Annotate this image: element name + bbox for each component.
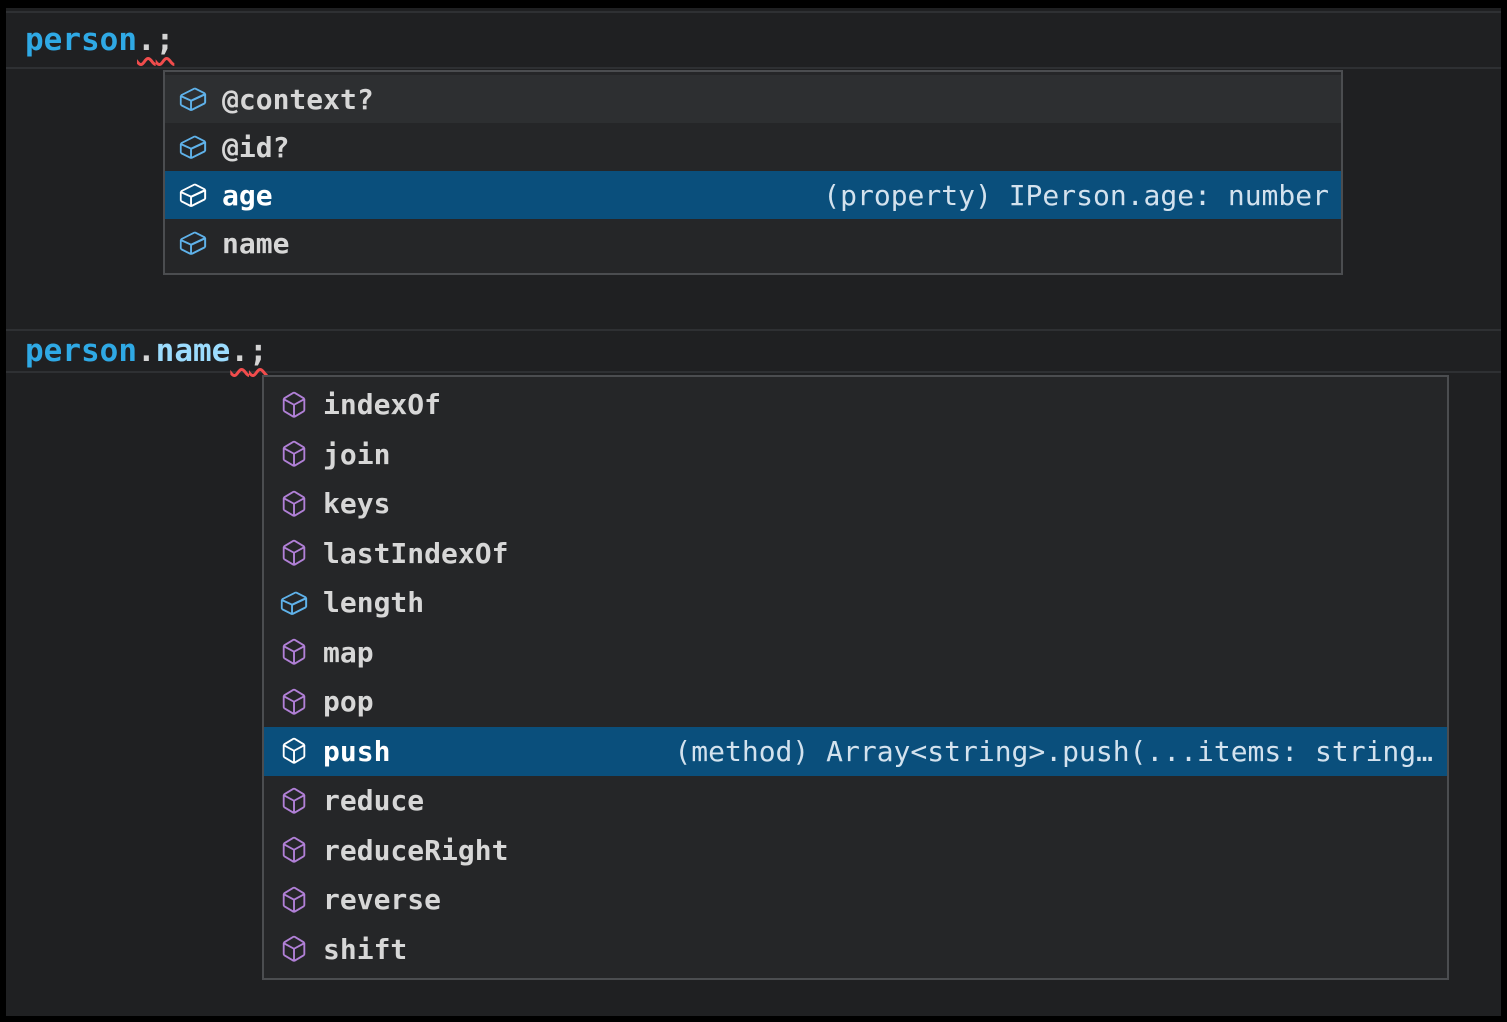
symbol-method-icon xyxy=(278,735,310,767)
symbol-method-icon xyxy=(278,636,310,668)
suggestion-label: shift xyxy=(323,932,408,966)
suggestion-label: age xyxy=(222,178,273,212)
suggestion-item[interactable]: name xyxy=(165,219,1341,267)
suggestion-detail: (property) IPerson.age: number xyxy=(823,178,1329,212)
suggestion-item[interactable]: reverse xyxy=(264,875,1447,925)
suggestion-label: reverse xyxy=(323,883,442,917)
suggestion-item[interactable]: @id? xyxy=(165,123,1341,171)
code-token: . xyxy=(230,333,249,369)
symbol-method-icon xyxy=(278,389,310,421)
suggestion-label: push xyxy=(323,734,391,768)
suggestion-item[interactable]: indexOf xyxy=(264,380,1447,430)
suggestion-item[interactable]: @context? xyxy=(165,75,1341,123)
symbol-field-icon xyxy=(177,131,209,163)
suggestion-label: lastIndexOf xyxy=(323,536,509,570)
suggestion-item[interactable]: length xyxy=(264,578,1447,628)
suggestion-item[interactable]: push (method) Array<string>.push(...item… xyxy=(264,726,1447,776)
suggestion-label: pop xyxy=(323,685,374,719)
symbol-method-icon xyxy=(278,438,310,470)
suggestion-label: join xyxy=(323,437,391,471)
code-token: person xyxy=(25,22,137,58)
suggestion-item[interactable]: reduceRight xyxy=(264,826,1447,876)
code-token: ; xyxy=(248,333,268,369)
suggestion-label: @context? xyxy=(222,82,374,116)
symbol-method-icon xyxy=(278,785,310,817)
symbol-method-icon xyxy=(278,834,310,866)
suggest-widget-string-methods: indexOf join keys xyxy=(262,375,1449,980)
suggestion-label: map xyxy=(323,635,374,669)
code-line-person-name[interactable]: person.name.; xyxy=(25,329,268,373)
symbol-field-icon xyxy=(177,227,209,259)
suggestion-item[interactable]: age (property) IPerson.age: number xyxy=(165,171,1341,219)
suggestion-label: @id? xyxy=(222,130,290,164)
code-token: . xyxy=(136,22,156,58)
symbol-method-icon xyxy=(278,884,310,916)
suggestion-item[interactable]: map xyxy=(264,628,1447,678)
code-editor[interactable]: person.; person.name.; @context? @id? xyxy=(6,8,1501,1016)
suggestion-detail: (method) Array<string>.push(...items: st… xyxy=(674,734,1433,768)
symbol-method-icon xyxy=(278,933,310,965)
suggestion-label: length xyxy=(323,586,425,620)
suggestion-item[interactable]: pop xyxy=(264,677,1447,727)
code-token: . xyxy=(136,333,156,369)
suggestion-item[interactable]: shift xyxy=(264,925,1447,975)
suggest-widget-person-properties: @context? @id? age (property) IPerson.ag xyxy=(163,70,1343,275)
symbol-field-icon xyxy=(278,587,310,619)
suggestion-item[interactable]: keys xyxy=(264,479,1447,529)
suggestion-label: keys xyxy=(323,487,391,521)
suggestion-label: reduce xyxy=(323,784,425,818)
suggestion-label: name xyxy=(222,226,290,260)
symbol-method-icon xyxy=(278,537,310,569)
symbol-field-icon xyxy=(177,179,209,211)
symbol-method-icon xyxy=(278,488,310,520)
suggestion-item[interactable]: reduce xyxy=(264,776,1447,826)
symbol-field-icon xyxy=(177,83,209,115)
code-token: ; xyxy=(155,22,175,58)
code-token: name xyxy=(155,333,231,369)
suggestion-label: indexOf xyxy=(323,388,442,422)
current-line-highlight xyxy=(6,11,1501,69)
symbol-method-icon xyxy=(278,686,310,718)
suggestion-item[interactable]: lastIndexOf xyxy=(264,529,1447,579)
suggestion-item[interactable]: join xyxy=(264,430,1447,480)
code-line-person[interactable]: person.; xyxy=(25,11,174,69)
code-token: person xyxy=(25,333,137,369)
suggestion-label: reduceRight xyxy=(323,833,509,867)
